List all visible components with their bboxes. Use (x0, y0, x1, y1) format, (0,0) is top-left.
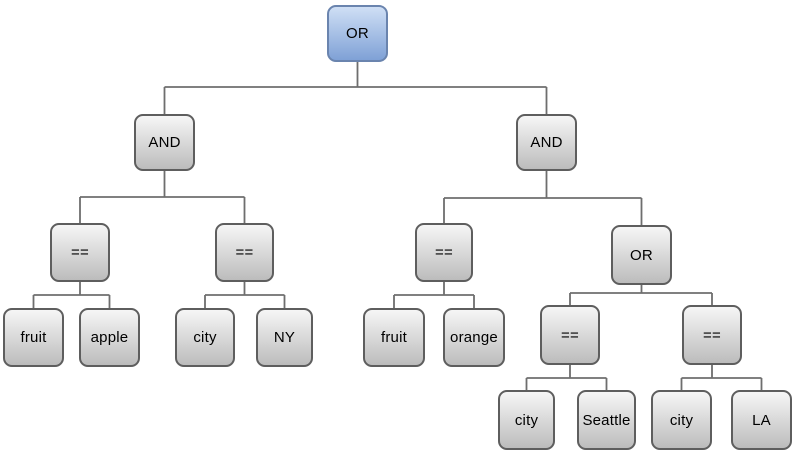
node-and-right: AND (516, 114, 577, 171)
node-or-right: OR (611, 225, 672, 285)
edge-and-left (79, 171, 246, 223)
node-leaf-city-2: city (498, 390, 555, 450)
node-leaf-la: LA (731, 390, 792, 450)
node-leaf-apple: apple (79, 308, 140, 367)
edge-eq-3 (393, 282, 475, 308)
node-eq-4: == (540, 305, 600, 365)
edge-eq-4 (525, 365, 608, 390)
edge-and-right (443, 171, 643, 225)
node-leaf-fruit-1: fruit (3, 308, 64, 367)
node-eq-2: == (215, 223, 274, 282)
edge-eq-1 (32, 282, 111, 308)
node-leaf-city-1: city (175, 308, 235, 367)
node-leaf-orange: orange (443, 308, 505, 367)
node-leaf-city-3: city (651, 390, 712, 450)
node-eq-1: == (50, 223, 110, 282)
node-eq-3: == (415, 223, 473, 282)
edge-or-right (569, 285, 713, 305)
edge-or-root (163, 62, 548, 114)
edge-eq-2 (204, 282, 286, 308)
node-leaf-fruit-2: fruit (363, 308, 425, 367)
node-or-root: OR (327, 5, 388, 62)
node-leaf-ny: NY (256, 308, 313, 367)
edge-eq-5 (680, 365, 763, 390)
node-and-left: AND (134, 114, 195, 171)
node-leaf-seattle: Seattle (577, 390, 636, 450)
node-eq-5: == (682, 305, 742, 365)
